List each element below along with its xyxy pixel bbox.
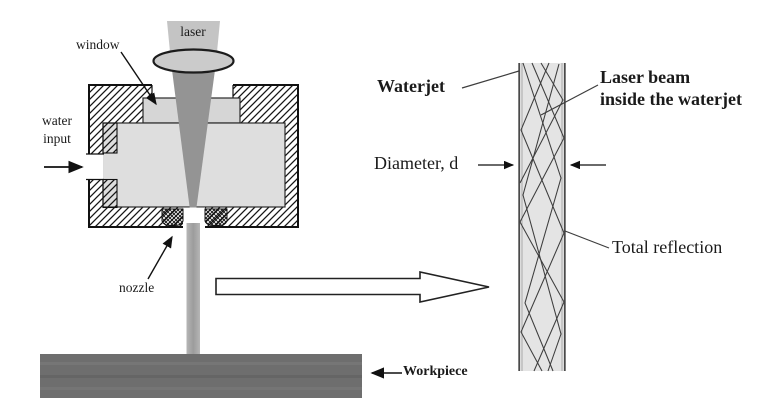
nozzle-inserts bbox=[161, 208, 228, 226]
window-label: window bbox=[76, 37, 120, 52]
nozzle-assembly bbox=[40, 21, 362, 398]
nozzle-arrow bbox=[147, 235, 173, 280]
laser-beam-focused bbox=[172, 70, 215, 222]
water-inlet-edges bbox=[86, 153, 104, 181]
laser-label: laser bbox=[180, 24, 206, 39]
column-inner-edges bbox=[521, 63, 563, 371]
waterjet-pointer bbox=[461, 70, 520, 89]
nozzle-label: nozzle bbox=[119, 280, 155, 295]
diameter-label: Diameter, d bbox=[374, 153, 459, 173]
workpiece-block bbox=[40, 354, 362, 398]
total-reflection-label: Total reflection bbox=[612, 237, 723, 257]
zoom-arrow bbox=[215, 271, 490, 303]
water-input-label: water input bbox=[42, 113, 72, 147]
reflection-rays bbox=[519, 62, 565, 372]
waterjet-stream bbox=[186, 223, 200, 355]
inlet-tabs bbox=[102, 122, 118, 209]
laser-beam-pointer bbox=[540, 84, 599, 116]
right-annotations bbox=[461, 70, 610, 249]
total-reflection-pointer bbox=[564, 230, 610, 249]
waterjet-label: Waterjet bbox=[377, 76, 445, 96]
window-arrow bbox=[120, 51, 157, 106]
focusing-lens bbox=[152, 48, 235, 74]
left-annotations bbox=[44, 51, 402, 379]
water-inlet-channel bbox=[86, 154, 104, 180]
waterjet-detail bbox=[518, 62, 566, 372]
column-edges bbox=[518, 63, 566, 371]
workpiece-label: Workpiece bbox=[403, 364, 468, 379]
laser-beam-inside-label: Laser beam inside the waterjet bbox=[600, 67, 742, 109]
laser-beam-upper bbox=[167, 21, 220, 52]
